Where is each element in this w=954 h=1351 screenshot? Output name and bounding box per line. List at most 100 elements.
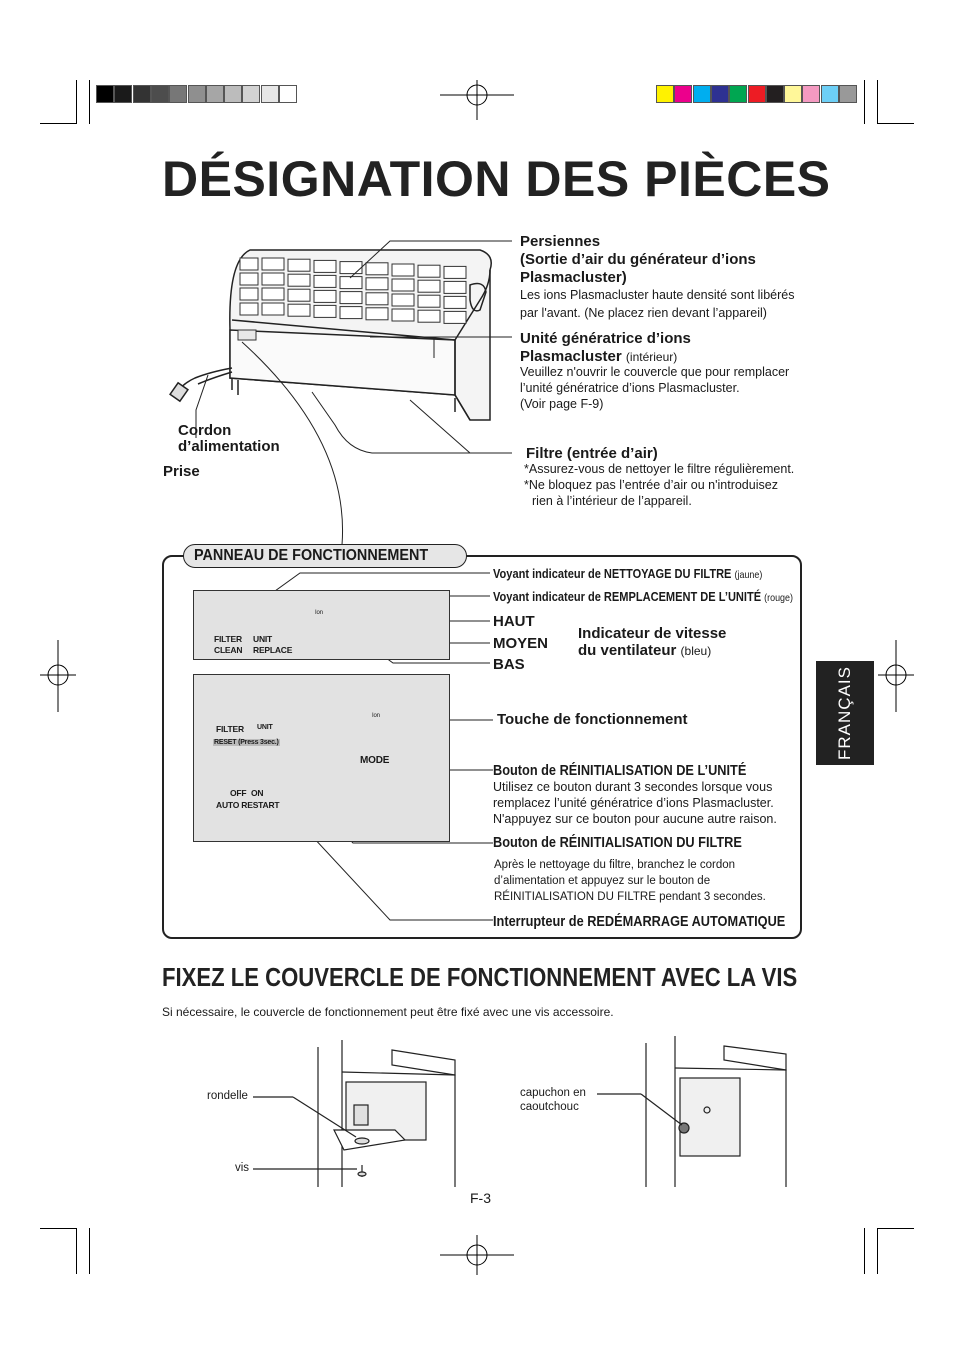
louver-slot — [417, 309, 441, 323]
louver-slot — [339, 276, 363, 290]
louver-slot — [443, 265, 467, 279]
page-title: DÉSIGNATION DES PIÈCES — [162, 151, 831, 207]
color-swatch — [674, 85, 693, 103]
filter-note-2-line2: rien à l’intérieur de l’appareil. — [532, 494, 692, 508]
color-swatch — [224, 85, 243, 103]
louver-slot — [339, 261, 363, 275]
louvers-label-line3: Plasmacluster) — [520, 269, 627, 286]
louver-slot — [391, 278, 415, 292]
device-filter-reset-text: FILTER — [216, 724, 244, 734]
louver-slot — [417, 279, 441, 293]
louvers-label: Persiennes — [520, 233, 601, 250]
fan-speed-label-line2: du ventilateur (bleu) — [578, 642, 712, 659]
filter-clean-indicator-label: Voyant indicateur de NETTOYAGE DU FILTRE… — [493, 566, 763, 581]
louver-slot — [391, 263, 415, 277]
louver-slot — [313, 304, 337, 318]
louver-slot — [261, 272, 285, 286]
filter-reset-desc-line3: RÉINITIALISATION DU FILTRE pendant 3 sec… — [494, 891, 766, 903]
section-text: Si nécessaire, le couvercle de fonctionn… — [162, 1005, 614, 1019]
screw-fixing-illustration — [253, 1040, 456, 1187]
device-off-text: OFF — [230, 788, 247, 798]
color-swatch — [132, 85, 151, 103]
louver-slot — [443, 280, 467, 294]
ion-unit-label: Unité génératrice d’ions — [520, 330, 691, 347]
color-swatch — [150, 85, 169, 103]
louver-slot — [313, 289, 337, 303]
filter-note-1: *Assurez-vous de nettoyer le filtre régu… — [524, 462, 795, 476]
device-on-text: ON — [251, 788, 264, 798]
louver-slot — [313, 259, 337, 273]
operation-panel-header: PANNEAU DE FONCTIONNEMENT — [183, 544, 467, 568]
device-replace-text: REPLACE — [253, 645, 293, 655]
rubber-cap-label-line2: caoutchouc — [520, 1101, 579, 1113]
louvers-desc-line2: par l'avant. (Ne placez rien devant l’ap… — [520, 306, 767, 320]
louvers-desc: Les ions Plasmacluster haute densité son… — [520, 288, 795, 302]
washer-label: rondelle — [207, 1090, 248, 1102]
device-filter-text: FILTER — [214, 634, 242, 644]
filter-label: Filtre (entrée d’air) — [526, 445, 658, 462]
device-auto-restart-text: AUTO RESTART — [216, 800, 280, 810]
louver-slot — [365, 292, 389, 306]
device-unit-reset-text: UNIT — [257, 724, 273, 731]
louver-slot — [339, 306, 363, 320]
louver-slot — [287, 303, 311, 317]
fan-speed-label: Indicateur de vitesse — [578, 625, 727, 642]
color-swatch — [656, 85, 674, 103]
louver-slot — [365, 262, 389, 276]
louver-slot — [239, 257, 259, 271]
louver-slot — [239, 287, 259, 301]
louver-slot — [261, 302, 285, 316]
speed-medium-label: MOYEN — [493, 635, 549, 652]
device-reset-text: RESET (Press 3sec.) — [213, 739, 280, 746]
louver-slot — [417, 294, 441, 308]
color-swatch — [820, 85, 839, 103]
registration-target-icon — [40, 80, 914, 1275]
color-swatch — [260, 85, 279, 103]
screw-label: vis — [235, 1162, 250, 1174]
color-swatch — [279, 85, 297, 103]
louver-slot — [287, 273, 311, 287]
device-mode-text: MODE — [360, 755, 390, 766]
ion-unit-desc-line2: l’unité génératrice d’ions Plasmacluster… — [520, 381, 740, 395]
louver-slot — [261, 257, 285, 271]
filter-reset-desc-line2: d’alimentation et appuyez sur le bouton … — [494, 875, 711, 887]
louver-slot — [365, 277, 389, 291]
louver-slot — [391, 308, 415, 322]
color-swatch — [692, 85, 711, 103]
louver-slot — [287, 288, 311, 302]
power-cord-icon — [169, 367, 233, 403]
power-cord-label-line2: d’alimentation — [178, 438, 280, 455]
color-swatch — [187, 85, 206, 103]
page-number: F-3 — [470, 1190, 491, 1206]
louver-slot — [391, 293, 415, 307]
rubber-cap-illustration — [597, 1036, 787, 1187]
filter-note-2: *Ne bloquez pas l’entrée d’air ou n'intr… — [524, 478, 778, 492]
unit-panel-icon — [237, 329, 257, 341]
plug-label: Prise — [163, 463, 200, 480]
color-swatch — [747, 85, 766, 103]
device-mode-ion-text: Ion — [372, 713, 380, 719]
unit-reset-label: Bouton de RÉINITIALISATION DE L’UNITÉ — [493, 762, 747, 779]
unit-replace-indicator-label: Voyant indicateur de REMPLACEMENT DE L’U… — [493, 589, 793, 604]
indicator-panel-drawing — [193, 590, 450, 660]
ion-unit-desc-line3: (Voir page F-9) — [520, 397, 604, 411]
louver-slot — [287, 258, 311, 272]
control-panel-drawing — [193, 674, 450, 842]
power-cord-label: Cordon — [178, 422, 232, 439]
louver-slot — [261, 287, 285, 301]
color-swatch — [802, 85, 821, 103]
color-swatch — [169, 85, 188, 103]
color-swatch — [839, 85, 857, 103]
operation-panel-frame — [162, 555, 802, 939]
louver-slot — [443, 295, 467, 309]
rubber-cap-label: capuchon en — [520, 1087, 586, 1099]
unit-reset-desc-line3: N'appuyez sur ce bouton pour aucune autr… — [493, 812, 777, 826]
auto-restart-label: Interrupteur de REDÉMARRAGE AUTOMATIQUE — [493, 913, 786, 930]
ion-unit-label-line2: Plasmacluster (intérieur) — [520, 348, 678, 365]
color-swatch — [205, 85, 224, 103]
language-tab: FRANÇAIS — [816, 661, 874, 765]
section-heading: FIXEZ LE COUVERCLE DE FONCTIONNEMENT AVE… — [162, 962, 798, 992]
louver-slot — [239, 272, 259, 286]
louver-slot — [339, 291, 363, 305]
speed-low-label: BAS — [493, 656, 525, 673]
